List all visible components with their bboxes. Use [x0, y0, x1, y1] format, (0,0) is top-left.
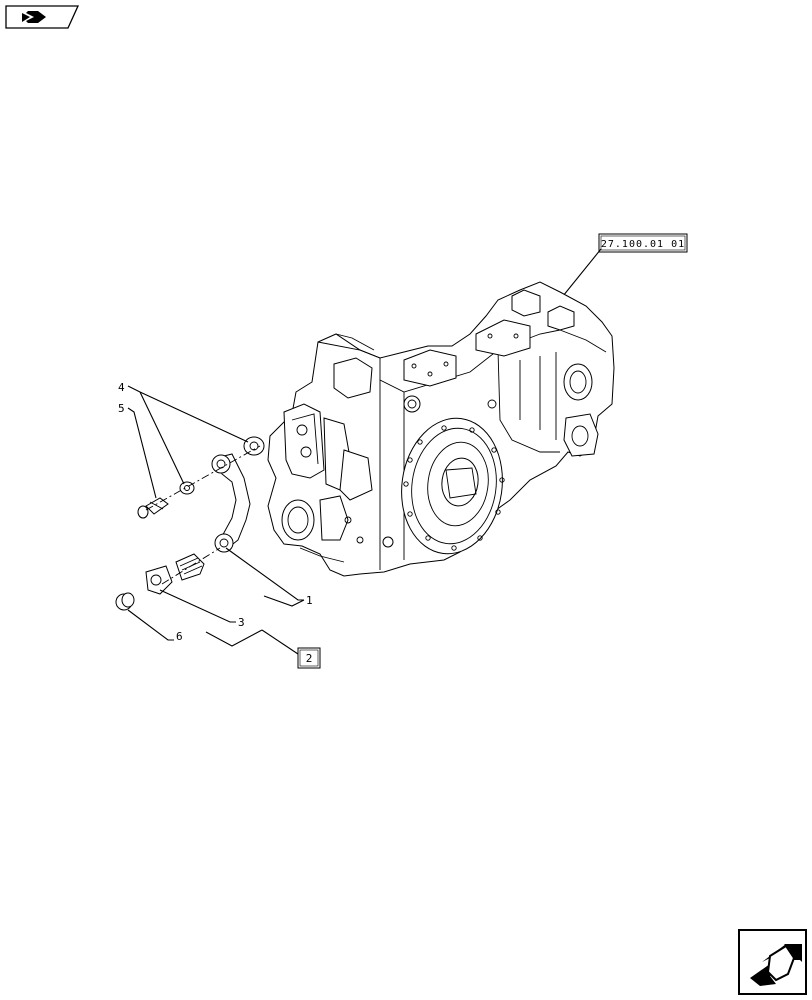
- reference-leader-line: [562, 248, 602, 297]
- transmission-housing: [267, 281, 615, 577]
- callout-6: 6: [176, 630, 183, 643]
- oil-pipe: [211, 453, 251, 553]
- banjo-bolt: [137, 497, 169, 519]
- callout-2: 2: [306, 652, 313, 665]
- reference-label: 27.100.01 01: [601, 239, 685, 250]
- callout-1: 1: [306, 594, 313, 607]
- callout-2-box[interactable]: 2: [297, 647, 321, 669]
- prev-page-arrow-icon: [22, 11, 46, 23]
- next-page-arrow-icon: [750, 944, 802, 986]
- washer-large: [243, 436, 265, 456]
- prev-page-button[interactable]: [5, 5, 80, 29]
- flange-bolts: [403, 425, 505, 551]
- assembly-axis-lines: [145, 445, 261, 585]
- callout-4: 4: [118, 381, 125, 394]
- callout-leaders: [127, 385, 305, 655]
- reference-box[interactable]: 27.100.01 01: [598, 233, 688, 253]
- callout-3: 3: [238, 616, 245, 629]
- callout-5: 5: [118, 402, 125, 415]
- filter-fitting: [145, 553, 205, 595]
- plug-cap: [115, 592, 135, 611]
- next-page-button[interactable]: [738, 929, 807, 995]
